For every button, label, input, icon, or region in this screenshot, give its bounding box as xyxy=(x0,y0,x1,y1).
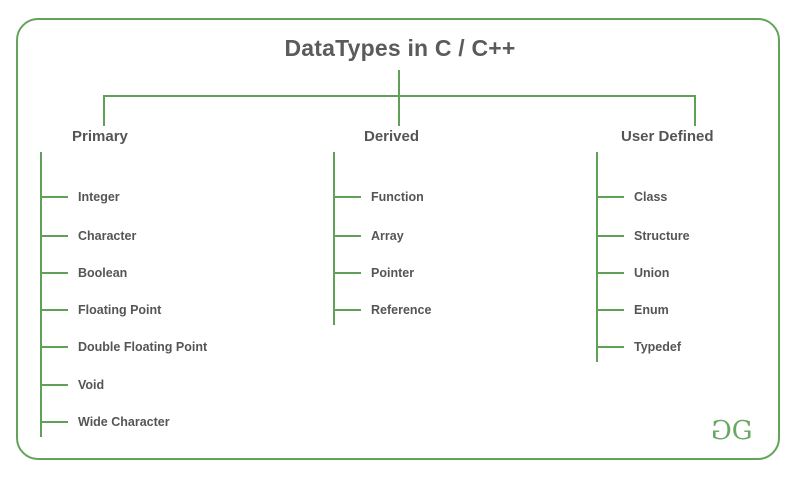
trunk-vertical-connector xyxy=(398,70,400,126)
branch-header-user-defined: User Defined xyxy=(621,128,714,145)
page-title: DataTypes in C / C++ xyxy=(284,35,516,61)
g-glyph: G xyxy=(731,416,753,446)
tick-icon xyxy=(40,309,68,311)
spine-derived xyxy=(333,152,335,325)
tick-icon xyxy=(333,196,361,198)
branch-drop-primary xyxy=(103,95,105,126)
tick-icon xyxy=(596,235,624,237)
list-item-label: Boolean xyxy=(78,266,128,280)
tick-icon xyxy=(40,196,68,198)
list-item-label: Reference xyxy=(371,303,432,317)
tick-icon xyxy=(333,272,361,274)
tick-icon xyxy=(596,309,624,311)
branch-header-derived: Derived xyxy=(364,128,420,145)
geeksforgeeks-logo: GG xyxy=(712,416,753,446)
tick-icon xyxy=(40,346,68,348)
list-item-label: Wide Character xyxy=(78,415,170,429)
branch-header-primary: Primary xyxy=(72,128,128,145)
spine-primary xyxy=(40,152,42,437)
list-item-label: Function xyxy=(371,190,424,204)
tick-icon xyxy=(333,309,361,311)
tick-icon xyxy=(596,272,624,274)
tick-icon xyxy=(40,272,68,274)
tick-icon xyxy=(40,384,68,386)
mirrored-g-glyph: G xyxy=(712,416,732,446)
trunk-horizontal-connector xyxy=(103,95,696,97)
list-item-label: Union xyxy=(634,266,670,280)
outer-border-frame xyxy=(16,18,780,460)
branch-drop-user-defined xyxy=(694,95,696,126)
list-item-label: Character xyxy=(78,229,137,243)
list-item-label: Double Floating Point xyxy=(78,340,208,354)
list-item-label: Floating Point xyxy=(78,303,162,317)
tick-icon xyxy=(596,346,624,348)
list-item-label: Structure xyxy=(634,229,690,243)
tick-icon xyxy=(40,235,68,237)
list-item-label: Enum xyxy=(634,303,669,317)
list-item-label: Pointer xyxy=(371,266,415,280)
tick-icon xyxy=(596,196,624,198)
list-item-label: Void xyxy=(78,378,105,392)
list-item-label: Typedef xyxy=(634,340,681,354)
tick-icon xyxy=(333,235,361,237)
list-item-label: Class xyxy=(634,190,668,204)
spine-user-defined xyxy=(596,152,598,362)
tick-icon xyxy=(40,421,68,423)
list-item-label: Integer xyxy=(78,190,120,204)
list-item-label: Array xyxy=(371,229,404,243)
